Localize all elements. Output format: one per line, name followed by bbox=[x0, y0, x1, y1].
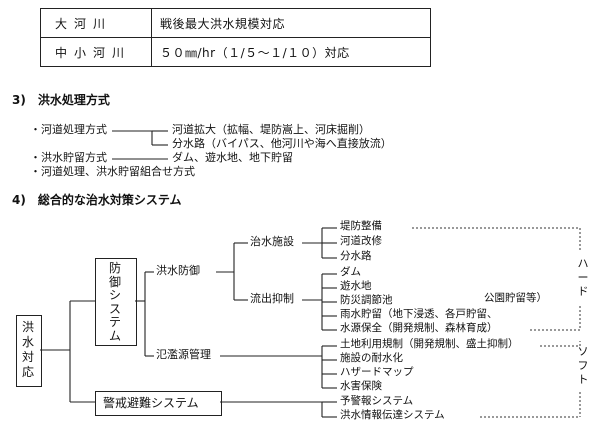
leaf-item: ダム bbox=[340, 266, 361, 278]
root-label: 洪水対応 bbox=[21, 320, 34, 379]
park-storage-note: 公園貯留等） bbox=[484, 292, 547, 304]
table-cell-category: 大河川 bbox=[40, 8, 152, 38]
leaf-item: 水害保険 bbox=[340, 380, 382, 392]
leaf-item: 洪水情報伝達システム bbox=[340, 409, 445, 421]
leaf-item: 分水路 bbox=[340, 250, 372, 262]
leaf-item: 雨水貯留（地下浸透、各戸貯留、 bbox=[340, 308, 498, 320]
warning-system-label: 警戒避難システム bbox=[103, 396, 199, 410]
table-row: 中小河川 ５０㎜/hr（１/５～１/１０）対応 bbox=[40, 37, 431, 67]
leaf-item: 土地利用規制（開発規制、盛土抑制） bbox=[340, 338, 519, 350]
facilities-label: 治水施設 bbox=[250, 235, 294, 248]
runoff-control-label: 流出抑制 bbox=[250, 292, 294, 305]
section-3-title: 3) 洪水処理方式 bbox=[12, 93, 110, 107]
diversion-channel: 分水路（バイパス、他河川や海へ直接放流） bbox=[172, 137, 392, 150]
inundation-mgmt-label: 氾濫源管理 bbox=[156, 348, 211, 361]
river-treatment-method: ・河道処理方式 bbox=[30, 123, 107, 136]
defense-system-label: 防御システム bbox=[108, 261, 121, 343]
root-box bbox=[16, 315, 42, 387]
leaf-item: 河道改修 bbox=[340, 235, 382, 247]
warning-system-box bbox=[95, 391, 222, 416]
flood-defense-label: 洪水防御 bbox=[156, 264, 200, 277]
defense-system-box bbox=[95, 258, 137, 346]
leaf-item: 施設の耐水化 bbox=[340, 352, 403, 364]
storage-method: ・洪水貯留方式 bbox=[30, 151, 107, 164]
storage-detail: ダム、遊水地、地下貯留 bbox=[172, 151, 293, 164]
table-cell-value: 戦後最大洪水規模対応 bbox=[151, 8, 431, 38]
leaf-item: 堤防整備 bbox=[340, 220, 382, 232]
hard-label: ハード bbox=[577, 257, 589, 298]
leaf-item: 水源保全（開発規制、森林育成） bbox=[340, 322, 498, 334]
combined-method: ・河道処理、洪水貯留組合せ方式 bbox=[30, 165, 195, 178]
river-scale-table: 大河川 戦後最大洪水規模対応 中小河川 ５０㎜/hr（１/５～１/１０）対応 bbox=[40, 8, 431, 67]
soft-label: ソフト bbox=[577, 345, 589, 386]
table-cell-value: ５０㎜/hr（１/５～１/１０）対応 bbox=[151, 37, 431, 67]
leaf-item: 予警報システム bbox=[340, 395, 414, 407]
section-4-title: 4) 総合的な治水対策システム bbox=[12, 193, 182, 207]
leaf-item: 遊水地 bbox=[340, 280, 372, 292]
river-widening: 河道拡大（拡幅、堤防嵩上、河床掘削） bbox=[172, 123, 370, 136]
leaf-item: ハザードマップ bbox=[340, 366, 414, 378]
leaf-item: 防災調節池 bbox=[340, 294, 393, 306]
table-row: 大河川 戦後最大洪水規模対応 bbox=[40, 8, 431, 38]
